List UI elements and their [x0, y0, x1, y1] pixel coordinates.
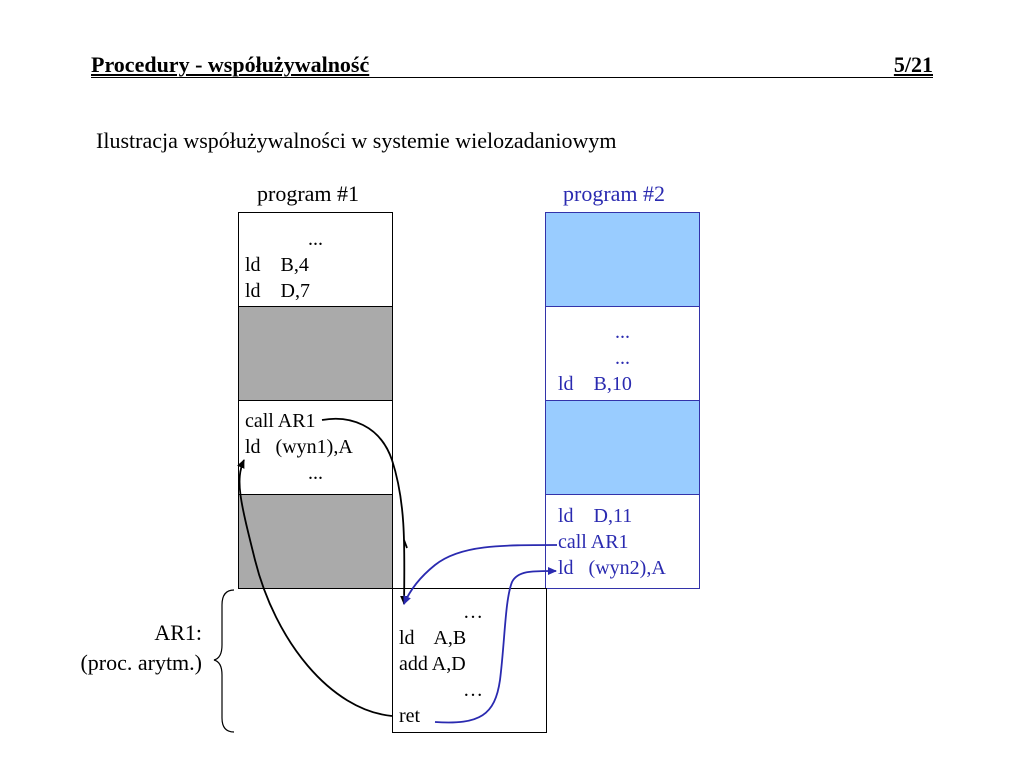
program1-code-block-1: ... ld B,4 ld D,7 [238, 212, 393, 307]
call-arrow-program2 [403, 544, 558, 605]
ar1-label: AR1: (proc. arytm.) [40, 618, 202, 678]
code-line: ld B,10 [558, 373, 632, 395]
program2-blue-block-2 [545, 400, 700, 495]
program1-gray-block-2 [238, 494, 393, 589]
ar1-code-block: … ld A,B add A,D … ret [392, 588, 547, 733]
return-arrow-program1 [237, 459, 393, 717]
code-line: ld D,7 [245, 280, 310, 302]
ar1-brace [213, 589, 235, 733]
code-line: ld A,B [399, 627, 467, 649]
code-line: ld B,4 [245, 254, 309, 276]
code-line: ... [615, 347, 630, 369]
code-line: ld (wyn1),A [245, 436, 353, 458]
code-line: ... [308, 462, 323, 484]
code-line: add A,D [399, 653, 466, 675]
program1-title: program #1 [257, 181, 360, 206]
code-line: … [463, 679, 483, 701]
code-line: ld D,11 [558, 505, 633, 527]
code-line: call AR1 [558, 531, 629, 553]
ar1-label-description: (proc. arytm.) [80, 650, 202, 675]
page-title: Procedury - współużywalność [91, 52, 370, 77]
code-line: … [463, 601, 483, 623]
program2-title: program #2 [563, 181, 666, 206]
code-line: call AR1 [245, 410, 316, 432]
return-arrow-program2 [434, 566, 557, 724]
call-arrow-tick [403, 539, 408, 549]
slide-subtitle: Ilustracja współużywalności w systemie w… [96, 128, 617, 153]
page-number: 5/21 [893, 52, 933, 77]
header-rule [91, 77, 933, 78]
ar1-label-name: AR1: [154, 620, 202, 645]
program2-code-block-2: ld D,11 call AR1 ld (wyn2),A [545, 494, 700, 589]
program2-blue-block-1 [545, 212, 700, 307]
code-line: ld (wyn2),A [558, 557, 666, 579]
program2-code-block-1: ... ... ld B,10 [545, 306, 700, 401]
call-arrow-program1 [321, 417, 409, 605]
code-line: ... [308, 228, 323, 250]
code-line: ... [615, 321, 630, 343]
code-line: ret [399, 705, 421, 727]
